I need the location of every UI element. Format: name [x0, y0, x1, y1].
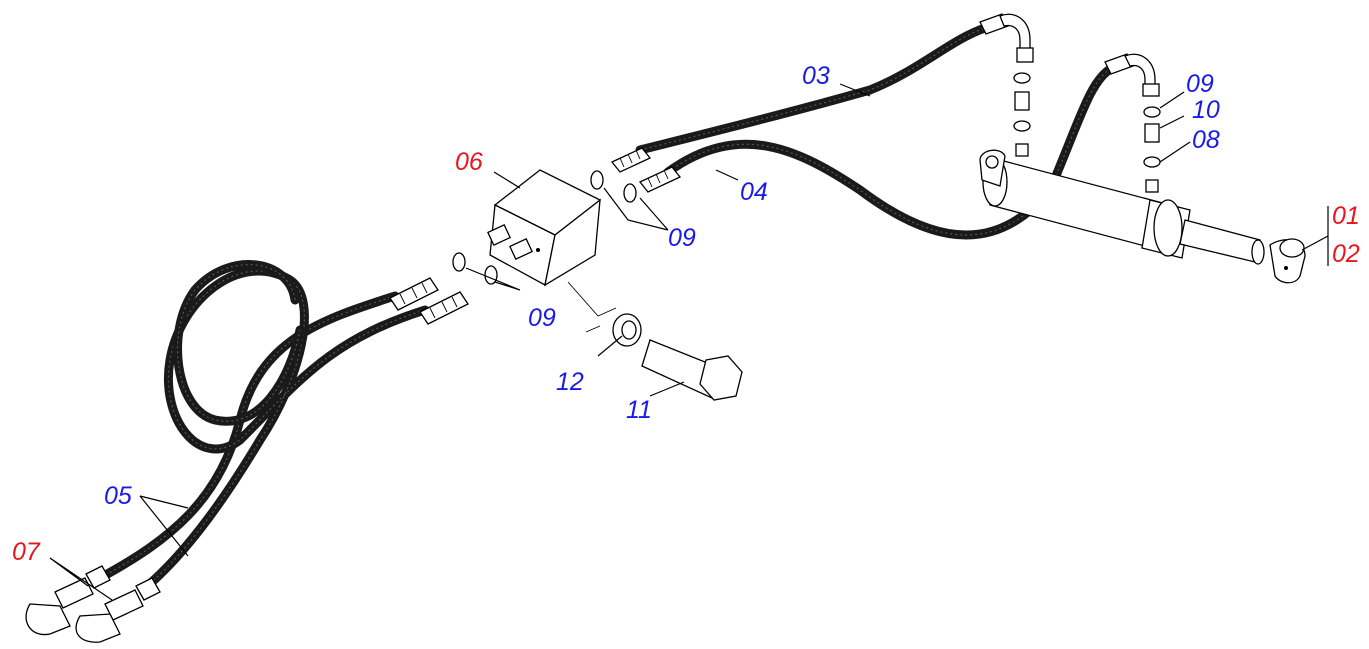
hose-03 — [635, 23, 990, 155]
hose-05-loop — [173, 260, 305, 426]
quick-coupler-07-b — [75, 577, 161, 643]
label-02: 02 — [1332, 240, 1360, 268]
bolt-11 — [641, 339, 743, 401]
hose-04 — [663, 63, 1117, 240]
label-12: 12 — [556, 368, 584, 396]
fitting-04-left — [638, 166, 682, 193]
label-10: 10 — [1192, 96, 1220, 124]
seal-stack-right — [1143, 106, 1161, 193]
label-01: 01 — [1332, 202, 1360, 230]
fitting-05-a — [389, 277, 439, 311]
washer-12 — [612, 313, 642, 347]
elbow-fitting-03 — [979, 13, 1034, 63]
label-09-lower: 09 — [528, 304, 556, 332]
label-09-right: 09 — [1186, 70, 1214, 98]
elbow-fitting-04 — [1104, 53, 1160, 97]
label-09-upper: 09 — [668, 224, 696, 252]
label-07: 07 — [12, 538, 41, 566]
label-11: 11 — [626, 396, 652, 424]
quick-coupler-07-a — [25, 565, 111, 636]
label-08: 08 — [1192, 126, 1220, 154]
hose-05-b — [140, 266, 430, 593]
leader-lines — [49, 83, 1329, 601]
label-06: 06 — [455, 148, 483, 176]
valve-block-06 — [487, 169, 602, 287]
label-03: 03 — [802, 62, 830, 90]
o-rings-09-lower — [452, 252, 498, 285]
label-05: 05 — [104, 482, 132, 510]
fitting-05-b — [419, 291, 469, 325]
fitting-03-left — [610, 147, 652, 173]
label-04: 04 — [740, 178, 768, 206]
o-rings-09-upper — [590, 170, 637, 203]
hydraulic-cylinder — [979, 149, 1306, 284]
seal-stack-left — [1013, 72, 1031, 157]
